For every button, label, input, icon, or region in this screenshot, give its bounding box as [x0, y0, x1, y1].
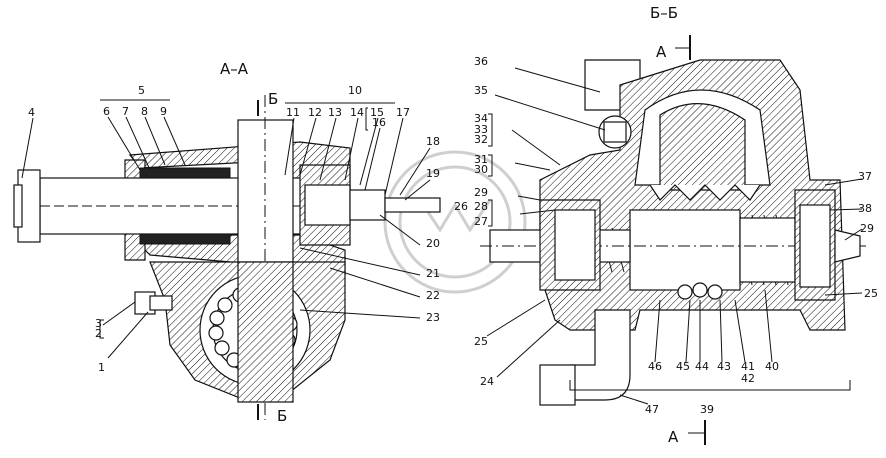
part-label: 7 — [122, 105, 129, 118]
part-label: 25 — [474, 335, 488, 348]
part-label: 8 — [141, 105, 148, 118]
part-label: 6 — [103, 105, 110, 118]
section-mark-a-bottom: А — [668, 428, 679, 446]
watermark-logo — [383, 150, 527, 294]
part-label: 2 — [95, 327, 102, 340]
part-label: 36 — [474, 55, 488, 68]
section-mark-a-top: А — [656, 43, 667, 61]
section-bb-view — [480, 35, 870, 445]
part-label: 18 — [426, 135, 440, 148]
part-label: 47 — [645, 403, 659, 416]
leader-lines — [21, 67, 863, 405]
part-label: 30 — [474, 163, 488, 176]
part-label: 17 — [396, 106, 410, 119]
part-label: 4 — [28, 106, 35, 119]
part-label: 29 — [860, 222, 874, 235]
part-label: 19 — [426, 167, 440, 180]
left-part-labels: 1 2 3 4 5 6 7 8 9 10 11 12 13 14 15 16 1… — [28, 84, 440, 374]
part-label: 20 — [426, 237, 440, 250]
part-label: 5 — [138, 84, 145, 97]
part-label: 35 — [474, 84, 488, 97]
part-label: 10 — [348, 84, 362, 97]
part-label: 39 — [700, 403, 714, 416]
part-label: 16 — [372, 116, 386, 129]
part-label: 41 — [741, 360, 755, 373]
part-label: 3 — [95, 317, 102, 330]
part-label: 25 — [864, 287, 878, 300]
part-label: 15 — [370, 106, 384, 119]
part-label: 33 — [474, 123, 488, 136]
part-label: 12 — [308, 106, 322, 119]
part-label: 1 — [98, 361, 105, 374]
part-label: 28 — [474, 200, 488, 213]
part-label: 38 — [858, 202, 872, 215]
section-title-aa: А–А — [220, 60, 249, 78]
part-label: 37 — [858, 170, 872, 183]
part-label: 34 — [474, 112, 488, 125]
section-mark-b-top: Б — [268, 90, 278, 108]
part-label: 23 — [426, 311, 440, 324]
part-label: 44 — [695, 360, 709, 373]
part-label: 46 — [648, 360, 662, 373]
part-label: 21 — [426, 267, 440, 280]
part-label: 40 — [765, 360, 779, 373]
part-label: 42 — [741, 372, 755, 385]
part-label: 11 — [286, 106, 300, 119]
part-label: 24 — [480, 375, 494, 388]
section-mark-b-bottom: Б — [277, 407, 287, 425]
right-part-labels: 24 25 25 26 27 28 29 29 30 31 32 33 34 3… — [454, 55, 878, 416]
part-label: 43 — [717, 360, 731, 373]
part-label: 45 — [676, 360, 690, 373]
part-label: 13 — [328, 106, 342, 119]
part-label: 31 — [474, 153, 488, 166]
part-label: 32 — [474, 133, 488, 146]
part-label: 22 — [426, 289, 440, 302]
section-aa-view — [13, 95, 441, 420]
part-label: 26 — [454, 200, 468, 213]
part-label: 27 — [474, 215, 488, 228]
section-title-bb: Б–Б — [650, 4, 678, 22]
part-label: 9 — [160, 105, 167, 118]
part-label: 14 — [350, 106, 364, 119]
part-label: 29 — [474, 186, 488, 199]
